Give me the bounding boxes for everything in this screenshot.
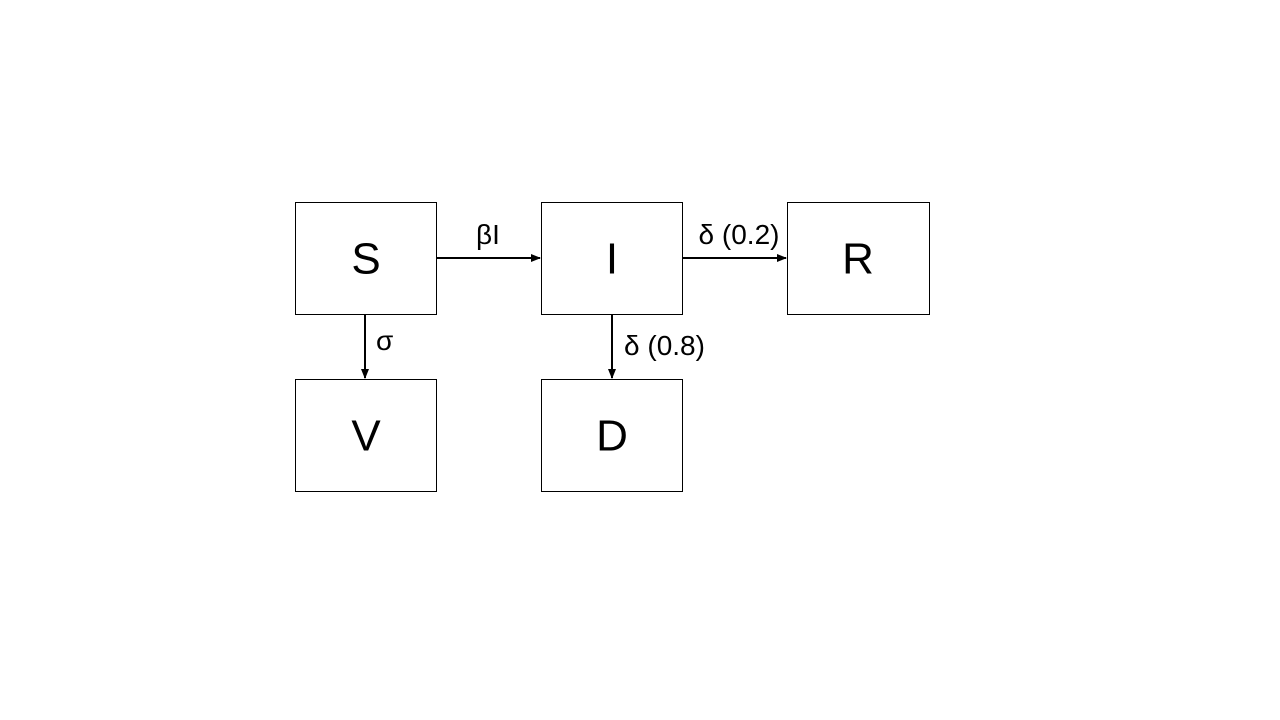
edge-label-s-to-v: σ xyxy=(376,325,393,356)
node-d: D xyxy=(541,379,683,492)
node-r: R xyxy=(787,202,930,315)
node-i-label: I xyxy=(606,235,618,284)
node-i: I xyxy=(541,202,683,315)
node-r-label: R xyxy=(842,235,874,284)
node-s-label: S xyxy=(351,235,380,284)
node-d-label: D xyxy=(596,412,628,461)
node-v-label: V xyxy=(351,412,381,461)
node-v: V xyxy=(295,379,437,492)
node-s: S xyxy=(295,202,437,315)
edge-label-s-to-i: βI xyxy=(476,219,500,250)
edge-label-i-to-r: δ (0.2) xyxy=(699,219,780,250)
edge-label-i-to-d: δ (0.8) xyxy=(624,330,705,361)
